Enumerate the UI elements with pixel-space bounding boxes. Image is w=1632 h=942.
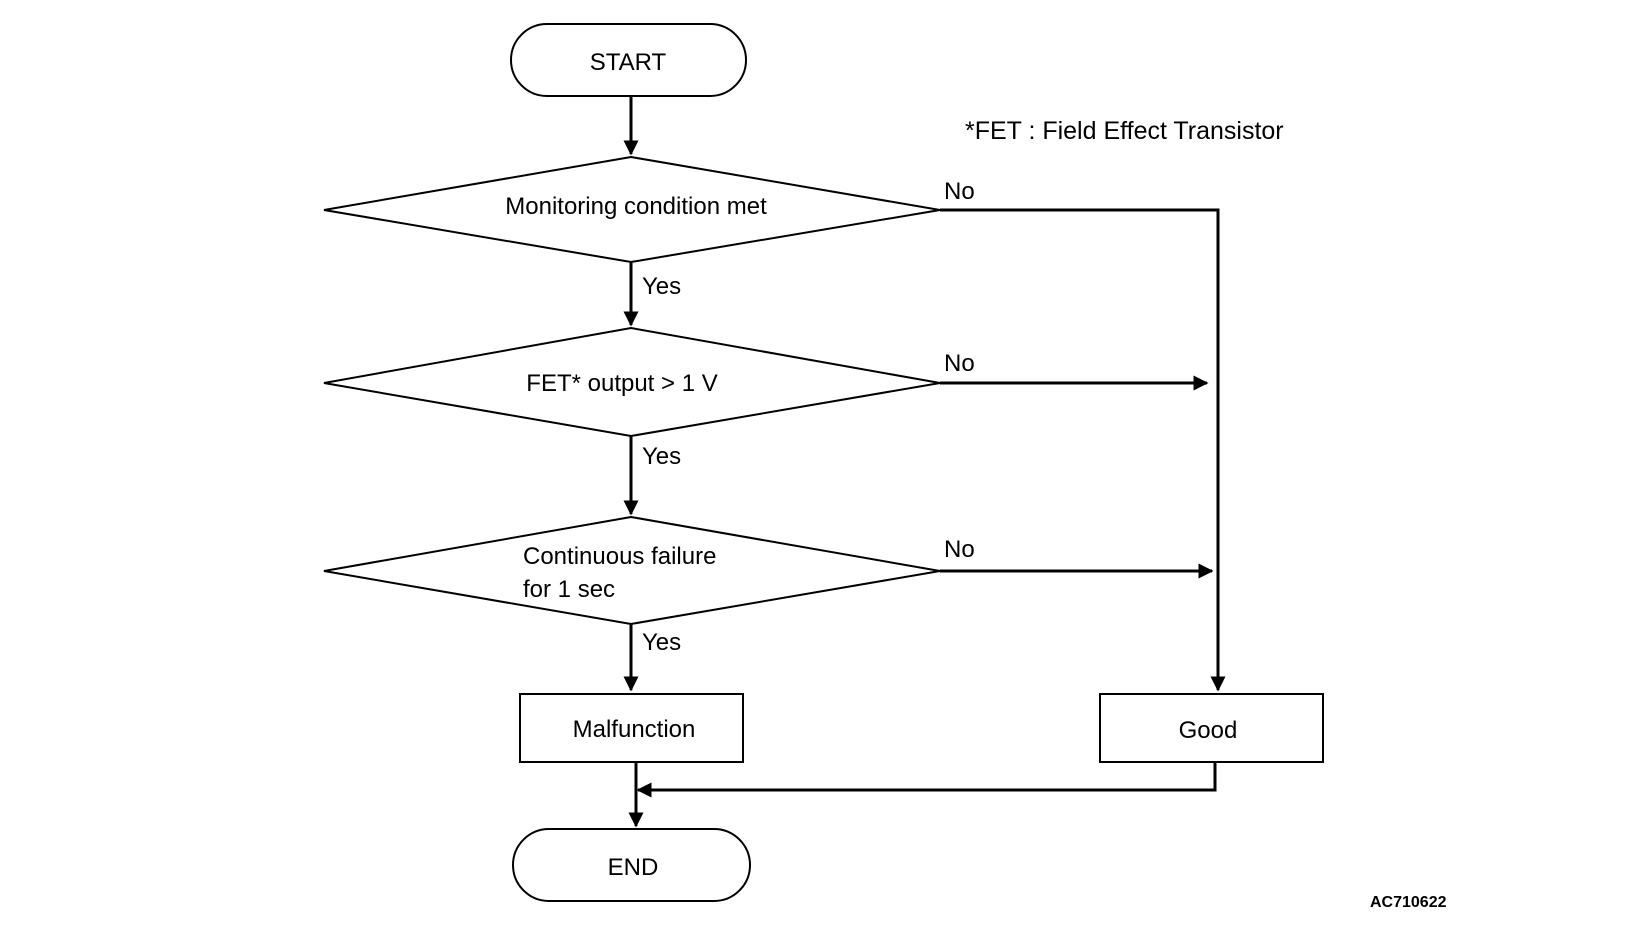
malfunction-box: [519, 693, 744, 763]
yes-label-2: Yes: [642, 443, 681, 470]
end-terminal: [512, 828, 751, 902]
flow-good-to-merge: [636, 762, 1217, 798]
decision-fet-output-label: FET* output > 1 V: [526, 370, 717, 397]
malfunction-label: Malfunction: [573, 716, 696, 743]
end-label: END: [608, 854, 659, 881]
no-label-3: No: [944, 536, 975, 563]
decision-continuous-failure-label-line2: for 1 sec: [523, 576, 615, 603]
no-label-2: No: [944, 350, 975, 377]
figure-id: AC710622: [1370, 894, 1447, 911]
yes-label-1: Yes: [642, 273, 681, 300]
no-label-1: No: [944, 178, 975, 205]
start-terminal: [510, 23, 747, 97]
decision-continuous-failure: [323, 515, 941, 626]
decision-continuous-failure-label-line1: Continuous failure: [523, 543, 716, 570]
yes-label-3: Yes: [642, 629, 681, 656]
decision-monitoring-label: Monitoring condition met: [505, 193, 767, 220]
good-box: [1099, 693, 1324, 763]
footnote: *FET : Field Effect Transistor: [965, 117, 1284, 145]
start-label: START: [590, 49, 667, 76]
flow-monitoring-no: [940, 208, 1226, 692]
good-label: Good: [1179, 717, 1238, 744]
